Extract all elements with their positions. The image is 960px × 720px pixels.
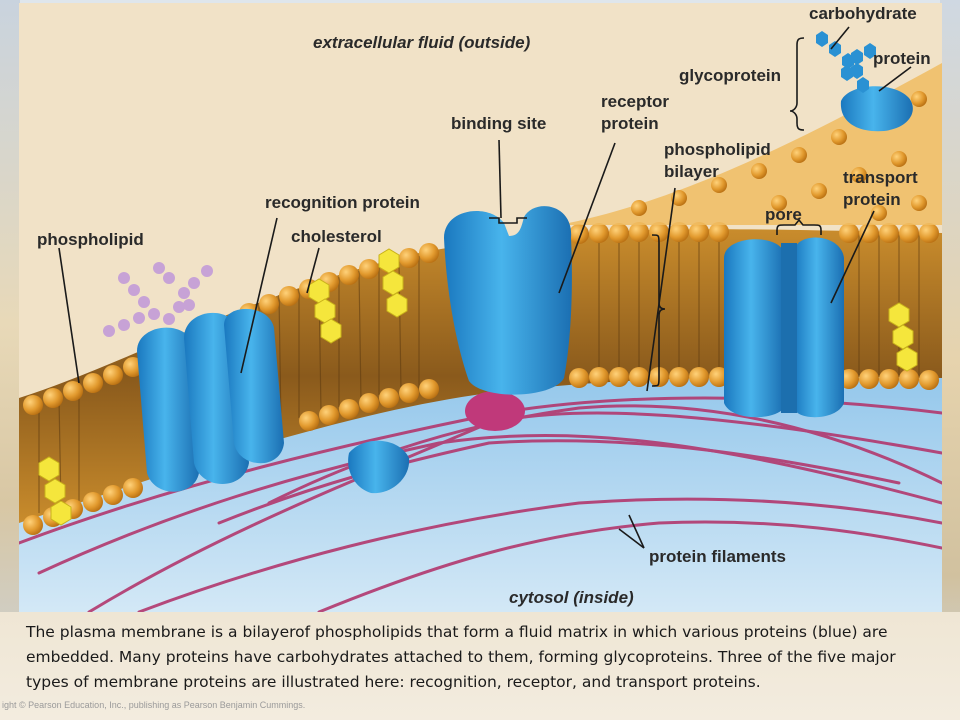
- label-binding-site: binding site: [451, 114, 546, 133]
- membrane-figure: extracellular fluid (outside) carbohydra…: [19, 3, 942, 612]
- glycoprotein-carbohydrate: [816, 31, 876, 93]
- transport-protein-shape: [724, 237, 844, 418]
- background-right-strip: [940, 0, 960, 720]
- label-bilayer-line2: bilayer: [664, 162, 719, 181]
- label-carbohydrate: carbohydrate: [809, 4, 917, 23]
- annotation-lines: [58, 26, 912, 549]
- label-recognition: recognition protein: [265, 193, 420, 212]
- label-pore: pore: [765, 205, 802, 224]
- caption-background: [0, 612, 960, 720]
- label-glycoprotein: glycoprotein: [679, 66, 781, 85]
- label-cytosol: cytosol (inside): [509, 588, 634, 607]
- label-bilayer-line1: phospholipid: [664, 140, 771, 159]
- label-filaments: protein filaments: [649, 547, 786, 566]
- label-receptor-line2: protein: [601, 114, 659, 133]
- receptor-protein-shape: [444, 206, 572, 395]
- peripheral-blue-protein: [348, 440, 410, 494]
- label-phospholipid: phospholipid: [37, 230, 144, 249]
- peripheral-protein: [465, 391, 525, 431]
- cholesterol-molecules: [38, 248, 918, 526]
- label-cholesterol: cholesterol: [291, 227, 382, 246]
- membrane-diagram: extracellular fluid (outside) carbohydra…: [19, 3, 942, 612]
- figure-caption: The plasma membrane is a bilayerof phosp…: [26, 623, 896, 691]
- outer-leaflet-heads: [23, 222, 939, 415]
- glycoprotein-shape: [840, 86, 913, 132]
- outer-surface-sheet: [559, 63, 942, 225]
- copyright-notice: ight © Pearson Education, Inc., publishi…: [2, 700, 306, 710]
- label-transport-line2: protein: [843, 190, 901, 209]
- label-extracellular: extracellular fluid (outside): [313, 33, 531, 52]
- label-transport-line1: transport: [843, 168, 918, 187]
- label-glycoprotein-protein: protein: [873, 49, 931, 68]
- recognition-protein-shape: [137, 308, 284, 492]
- background-left-strip: [0, 0, 20, 720]
- label-receptor-line1: receptor: [601, 92, 669, 111]
- carbohydrate-chain-recognition: [103, 262, 213, 337]
